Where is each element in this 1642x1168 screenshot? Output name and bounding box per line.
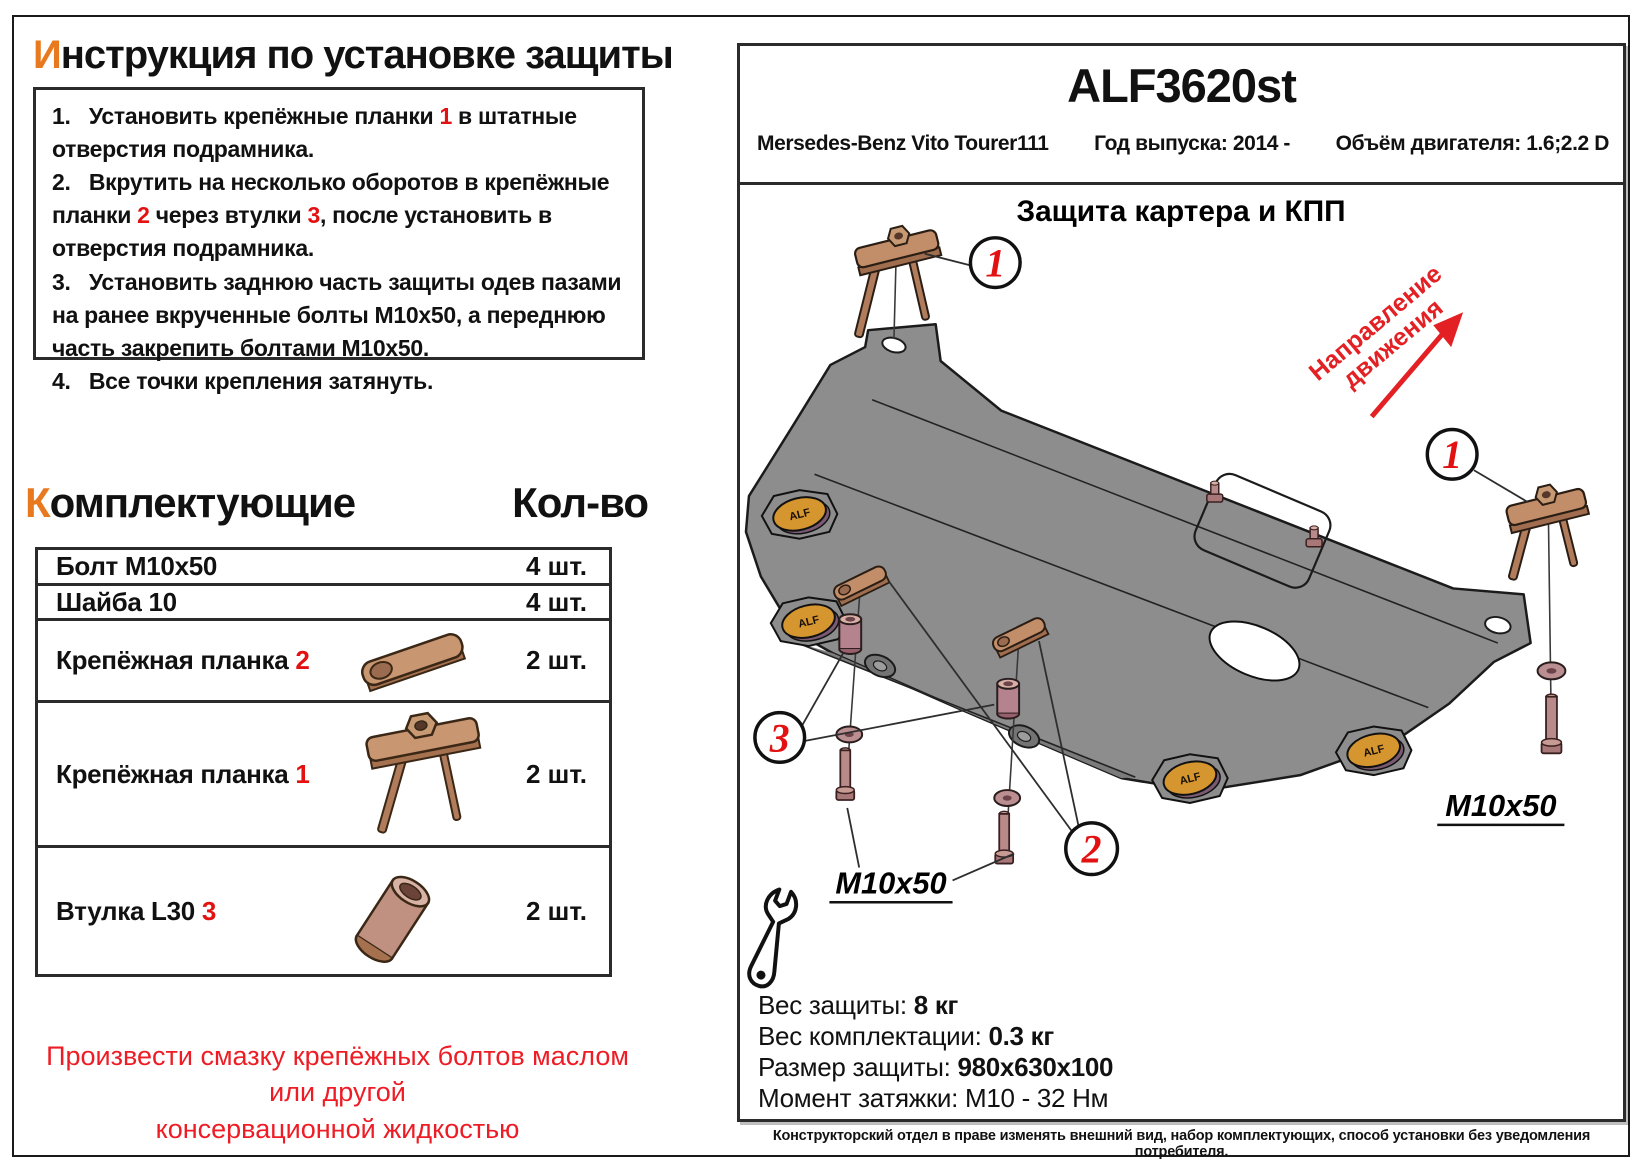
product-panel: ALF3620st Mersedes-Benz Vito Tourer111 Г… — [737, 43, 1626, 1122]
step-4: 4. Все точки крепления затянуть. — [52, 367, 434, 394]
alf-badge: ALF — [1151, 753, 1229, 804]
bolt-size-label-right: M10x50 — [1437, 788, 1565, 827]
edge-slot — [863, 653, 897, 679]
model-year: Год выпуска: 2014 - — [1094, 132, 1291, 155]
table-row-bushing: Втулка L30 3 2 шт. — [38, 848, 609, 974]
stud-bolt-icon — [1305, 525, 1323, 548]
product-code: ALF3620st — [1067, 59, 1297, 112]
title-rest: нструкция по установке защиты — [60, 33, 674, 77]
callout-2: 2 — [1064, 821, 1120, 877]
diagram-subtitle: Защита картера и КПП — [1016, 195, 1345, 228]
bracket-1-part — [853, 224, 943, 339]
lubrication-note: Произвести смазку крепёжных болтов масло… — [46, 1041, 629, 1144]
bushing-part — [838, 613, 863, 655]
spec-size: Размер защиты: 980х630х100 — [758, 1052, 1114, 1082]
callout-3: 3 — [753, 710, 807, 764]
title-first-letter: И — [33, 33, 62, 77]
svg-text:2: 2 — [1081, 828, 1102, 872]
product-meta: Mersedes-Benz Vito Tourer111 Год выпуска… — [757, 132, 1609, 156]
svg-text:M10x50: M10x50 — [835, 865, 946, 900]
svg-text:1: 1 — [1442, 433, 1462, 477]
part-name: Втулка L30 3 — [56, 895, 217, 926]
wrench-icon — [747, 887, 799, 989]
svg-text:ALF: ALF — [797, 614, 821, 631]
bolt-part — [835, 747, 856, 801]
spec-weight: Вес защиты: 8 кг — [758, 990, 959, 1020]
bolt-part — [1540, 693, 1563, 755]
bracket-2-part — [833, 565, 891, 608]
parts-section-title: Комплектующие — [25, 479, 356, 526]
qty-column-title: Кол-во — [512, 479, 649, 526]
access-panel-outline — [1193, 472, 1332, 589]
spec-torque: Момент затяжки: М10 - 32 Нм — [758, 1083, 1109, 1113]
svg-text:ALF: ALF — [1362, 743, 1386, 760]
bracket-2-part — [991, 617, 1050, 659]
part-name: Болт М10х50 — [56, 551, 218, 581]
bushing-part — [996, 677, 1021, 720]
spec-kit-weight: Вес комплектации: 0.3 кг — [758, 1021, 1054, 1051]
table-row-bolt: Болт М10х50 4 шт. — [38, 550, 609, 586]
washer-part — [993, 789, 1022, 807]
product-header: ALF3620st Mersedes-Benz Vito Tourer111 Г… — [740, 46, 1623, 185]
svg-text:1: 1 — [985, 242, 1005, 286]
part-qty: 4 шт. — [525, 586, 587, 617]
alf-badge: ALF — [1334, 725, 1413, 777]
svg-text:ALF: ALF — [1178, 771, 1202, 788]
svg-text:3: 3 — [769, 716, 790, 760]
step-2: 2. Вкрутить на несколько оборотов в креп… — [52, 169, 616, 262]
page-border — [12, 15, 1630, 1157]
table-row-bracket-2: Крепёжная планка 2 2 шт. — [38, 621, 609, 703]
specs-block: Вес защиты: 8 кг Вес комплектации: 0.3 к… — [758, 990, 1114, 1114]
alf-badge: ALF — [760, 489, 839, 540]
parts-table: Болт М10х50 4 шт. Шайба 10 4 шт. Крепёжн… — [35, 547, 612, 977]
step-1: 1. Установить крепёжные планки 1 в штатн… — [52, 103, 583, 163]
table-row-washer: Шайба 10 4 шт. — [38, 586, 609, 621]
part-qty: 2 шт. — [525, 645, 587, 675]
engine-volume: Объём двигателя: 1.6;2.2 D — [1335, 132, 1610, 155]
installation-steps-box: 1. Установить крепёжные планки 1 в штатн… — [33, 87, 645, 394]
callout-lines — [800, 252, 1529, 882]
page-title: Инструкция по установке защиты — [33, 33, 674, 78]
part-qty: 2 шт. — [525, 758, 587, 789]
part-name: Крепёжная планка 1 — [56, 758, 310, 789]
washer-part — [1536, 661, 1567, 681]
disclaimer: Конструкторский отдел в праве изменять в… — [772, 1128, 1591, 1160]
direction-arrow-icon — [1369, 312, 1464, 419]
part-qty: 2 шт. — [525, 895, 587, 926]
bolt-size-label-left: M10x50 — [829, 865, 953, 904]
svg-text:ALF: ALF — [788, 506, 812, 523]
stud-bolt-icon — [1206, 480, 1224, 503]
table-row-bracket-1: Крепёжная планка 1 2 шт. — [38, 703, 609, 848]
bushing-icon — [338, 863, 448, 980]
callout-1-right: 1 — [1425, 427, 1479, 481]
bracket-1-icon — [338, 711, 508, 854]
step-3: 3. Установить заднюю часть защиты одев п… — [52, 268, 628, 361]
bracket-1-part — [1505, 483, 1591, 581]
alf-badge: ALF — [769, 596, 848, 648]
skid-plate: ALF ALF ALF ALF — [744, 322, 1532, 804]
oval-hole — [1208, 620, 1301, 682]
edge-slot — [1008, 724, 1041, 749]
part-qty: 4 шт. — [525, 551, 587, 581]
part-name: Шайба 10 — [56, 586, 177, 617]
bracket-2-icon — [338, 621, 488, 700]
part-name: Крепёжная планка 2 — [56, 645, 310, 675]
svg-text:M10x50: M10x50 — [1445, 788, 1556, 823]
vehicle-name: Mersedes-Benz Vito Tourer111 — [757, 132, 1049, 155]
assembly-diagram: Защита картера и КПП — [744, 195, 1591, 989]
callout-1-top: 1 — [968, 236, 1022, 290]
